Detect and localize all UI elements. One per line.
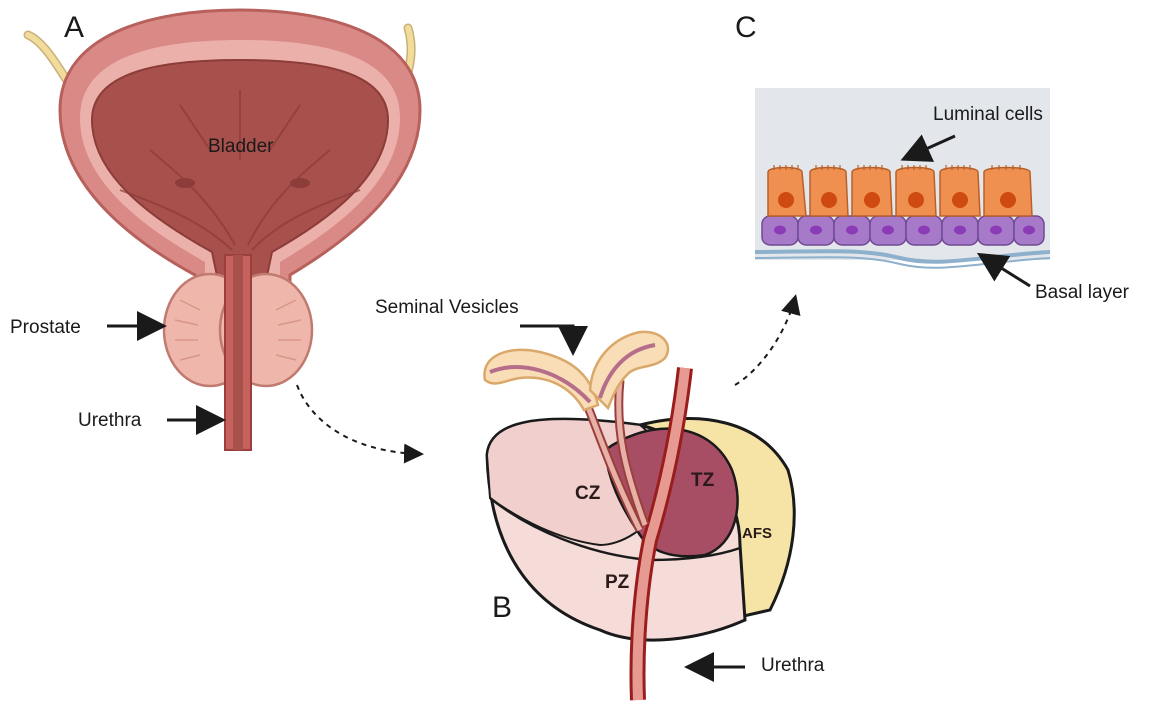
connector-b-to-c bbox=[735, 298, 795, 385]
seminal-vesicles-pointer-arrow bbox=[520, 326, 573, 350]
prostate-label: Prostate bbox=[10, 317, 81, 338]
panel-label-b: B bbox=[492, 591, 512, 624]
zone-cz-label: CZ bbox=[575, 483, 601, 504]
panel-label-a: A bbox=[64, 11, 84, 44]
zone-afs-label: AFS bbox=[742, 525, 772, 542]
basal-cell-row bbox=[762, 216, 1044, 245]
bladder-label: Bladder bbox=[208, 136, 274, 157]
panel-label-c: C bbox=[735, 11, 757, 44]
seminal-vesicle-left bbox=[484, 350, 598, 410]
zone-tz-label: TZ bbox=[691, 470, 715, 491]
zone-pz-label: PZ bbox=[605, 572, 630, 593]
panel-a-bladder-illustration bbox=[28, 10, 420, 450]
connector-a-to-b bbox=[297, 385, 420, 454]
seminal-vesicles-label: Seminal Vesicles bbox=[375, 297, 519, 318]
urethra-label-b: Urethra bbox=[761, 655, 825, 676]
luminal-cells-label: Luminal cells bbox=[933, 104, 1043, 125]
basal-layer-label: Basal layer bbox=[1035, 282, 1130, 303]
urethra-label-a: Urethra bbox=[78, 410, 142, 431]
panel-b-prostate-zones bbox=[484, 332, 794, 700]
